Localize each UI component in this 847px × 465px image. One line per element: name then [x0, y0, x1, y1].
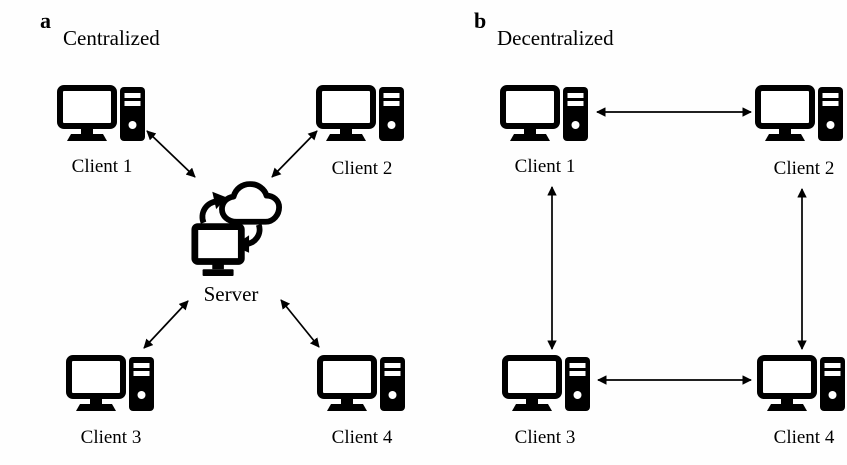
desktop-computer-icon [66, 355, 154, 412]
desktop-computer-icon [755, 85, 843, 142]
desktop-computer-icon [500, 85, 588, 142]
panel-a-letter: a [40, 8, 51, 33]
client2-label: Client 2 [773, 158, 835, 179]
server-label: Server [203, 282, 259, 306]
client3-label: Client 3 [80, 427, 142, 448]
desktop-computer-icon [757, 355, 845, 412]
client2-label: Client 2 [331, 158, 393, 179]
panel-a-title: Centralized [63, 26, 160, 50]
client3-label: Client 3 [514, 427, 576, 448]
desktop-computer-icon [57, 85, 145, 142]
client1-label: Client 1 [71, 156, 133, 177]
client4-label: Client 4 [773, 427, 835, 448]
client1-label: Client 1 [514, 156, 576, 177]
desktop-computer-icon [502, 355, 590, 412]
desktop-computer-icon [316, 85, 404, 142]
panel-b-letter: b [474, 8, 487, 33]
desktop-computer-icon [317, 355, 405, 412]
panel-b-title: Decentralized [497, 26, 614, 50]
arrow-client3-server [143, 300, 189, 349]
client4-label: Client 4 [331, 427, 393, 448]
server-cloud-sync-icon [190, 181, 282, 278]
arrow-client4-server [280, 299, 320, 348]
